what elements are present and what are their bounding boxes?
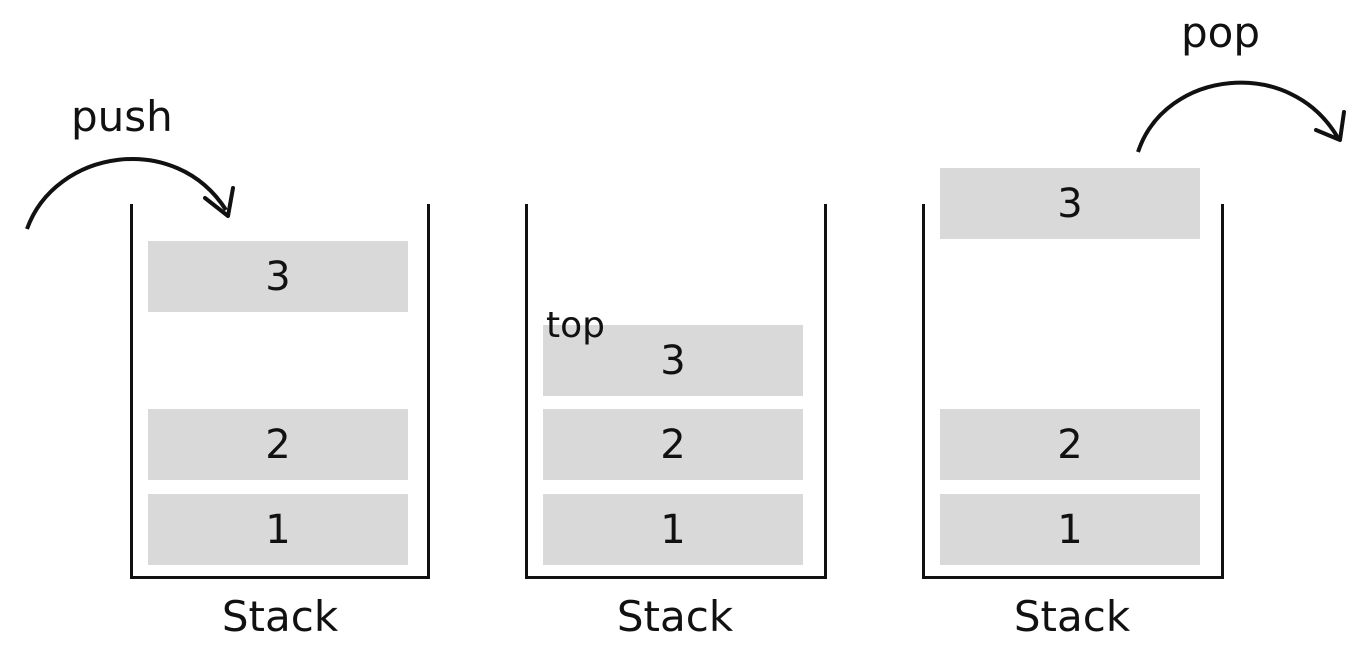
stack-block: 2 xyxy=(148,409,408,480)
top-label: top xyxy=(546,305,605,346)
block-value: 2 xyxy=(660,421,686,468)
block-value: 2 xyxy=(1057,421,1083,468)
stack-block: 3 xyxy=(543,325,803,396)
block-value: 1 xyxy=(265,506,291,553)
block-value: 3 xyxy=(265,253,291,300)
stack-block: 1 xyxy=(543,494,803,565)
block-value: 1 xyxy=(660,506,686,553)
stack-block: 1 xyxy=(148,494,408,565)
stack-block: 2 xyxy=(543,409,803,480)
pop-label: pop xyxy=(1181,8,1261,57)
block-value: 1 xyxy=(1057,506,1083,553)
block-value: 3 xyxy=(1057,180,1083,227)
stack-block: 2 xyxy=(940,409,1200,480)
stack-container-pop xyxy=(922,204,1224,579)
block-value: 2 xyxy=(265,421,291,468)
stack-container-top xyxy=(525,204,827,579)
stack-block: 3 xyxy=(940,168,1200,239)
block-value: 3 xyxy=(660,338,686,384)
stack-label: Stack xyxy=(1013,592,1131,641)
stack-container-push xyxy=(130,204,430,579)
stack-block: 3 xyxy=(148,241,408,312)
stack-label: Stack xyxy=(221,592,339,641)
push-label: push xyxy=(71,92,173,141)
stack-block: 1 xyxy=(940,494,1200,565)
stack-label: Stack xyxy=(616,592,734,641)
